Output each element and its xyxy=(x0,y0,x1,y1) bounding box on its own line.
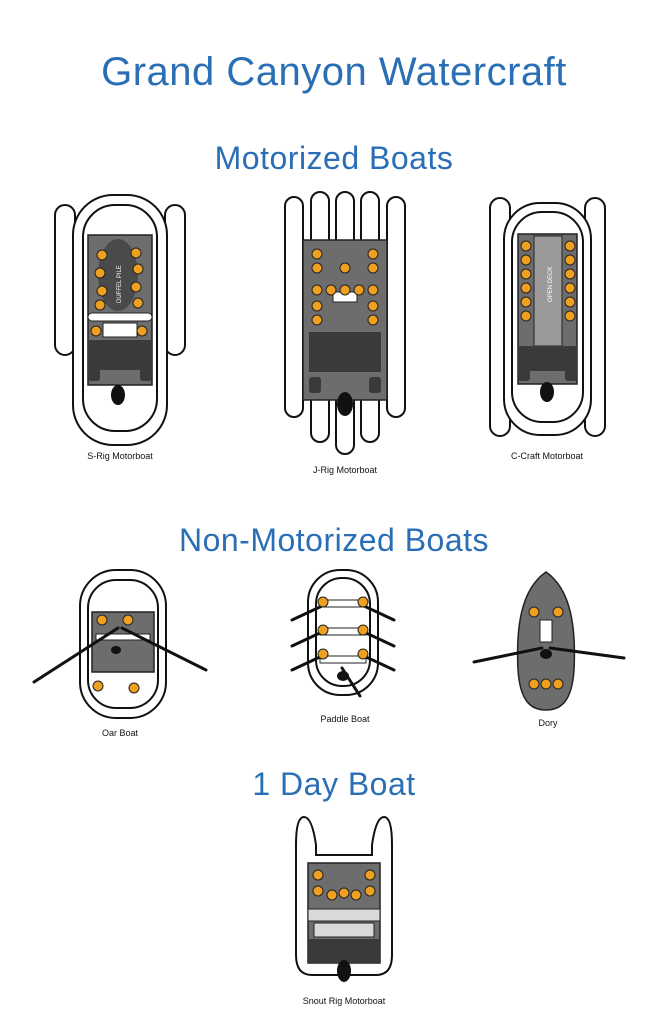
page-title: Grand Canyon Watercraft xyxy=(101,50,567,94)
section-title-non-motorized: Non-Motorized Boats xyxy=(178,522,490,558)
j-rig-motorboat-label: J-Rig Motorboat xyxy=(312,465,378,475)
c-craft-motorboat-diagram: OPEN DECK xyxy=(489,197,606,437)
dory-label: Dory xyxy=(538,718,558,728)
s-rig-motorboat-diagram: DUFFEL PILE xyxy=(54,194,186,446)
j-rig-motorboat-diagram xyxy=(284,191,406,455)
snout-rig-motorboat-label: Snout Rig Motorboat xyxy=(302,996,386,1006)
oar-boat-label: Oar Boat xyxy=(101,728,139,738)
s-rig-motorboat-label: S-Rig Motorboat xyxy=(87,451,153,461)
snout-rig-motorboat-diagram xyxy=(295,815,393,982)
oar-boat-diagram xyxy=(32,569,208,719)
c-craft-motorboat-label: C-Craft Motorboat xyxy=(510,451,584,461)
duffel-pile-label: DUFFEL PILE xyxy=(117,265,123,303)
paddle-boat-label: Paddle Boat xyxy=(320,714,370,724)
dory-diagram xyxy=(472,571,626,711)
open-deck-label: OPEN DECK xyxy=(548,267,554,302)
section-title-day: 1 Day Boat xyxy=(252,766,416,802)
section-title-motorized: Motorized Boats xyxy=(214,140,454,176)
paddle-boat-diagram xyxy=(290,569,396,698)
